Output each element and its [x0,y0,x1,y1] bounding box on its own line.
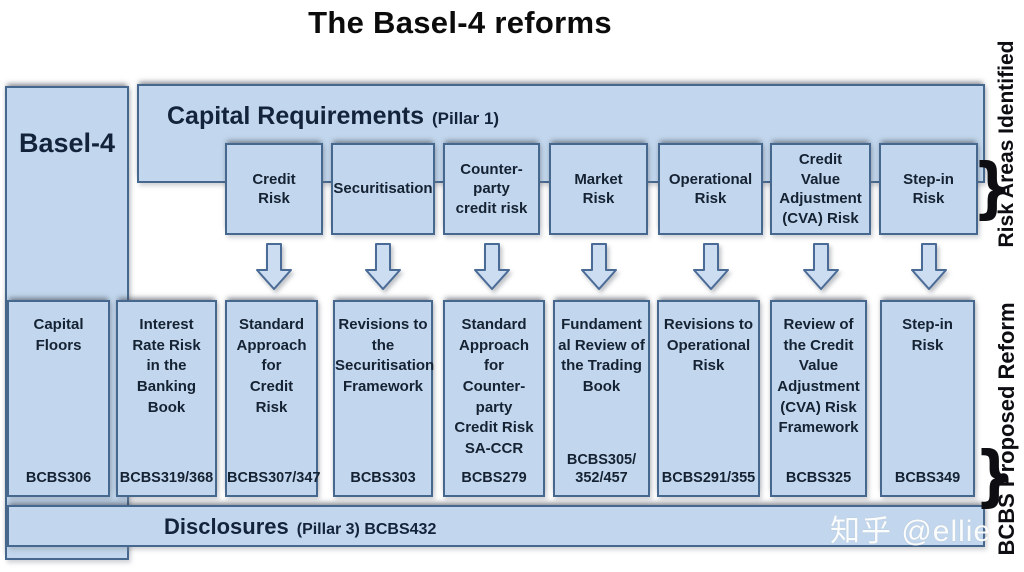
reform-bcbs-code: BCBS303 [350,469,416,486]
risk-area-box: Credit Risk [225,143,323,235]
down-arrow [692,243,730,296]
down-arrow [473,243,511,296]
risk-area-box: Credit Value Adjustment (CVA) Risk [770,143,871,235]
risk-area-label: Securitisation [333,180,433,198]
reform-label: Fundament al Review of the Trading Book [558,316,645,396]
brace-proposed-reform: } [974,437,1015,514]
reform-label: Capital Floors [33,316,84,354]
basel4-label: Basel-4 [18,128,116,158]
risk-area-label: Counter- party credit risk [455,160,528,217]
pillar1-band-label: Capital Requirements (Pillar 1) [167,102,499,131]
reform-label: Revisions to the Securitisation Framewor… [335,316,435,396]
down-arrow-icon [256,243,292,290]
risk-areas-identified-label: Risk Areas Identified [995,40,1018,248]
reform-label: Review of the Credit Value Adjustment (C… [777,316,860,437]
risk-area-box: Counter- party credit risk [443,143,540,235]
reform-label: Standard Approach for Credit Risk [236,316,307,416]
down-arrow-icon [910,243,947,290]
down-arrow [910,243,948,296]
reform-label: Standard Approach for Counter- party Cre… [454,316,534,458]
reform-bcbs-code: BCBS291/355 [661,469,756,486]
reform-bcbs-code: BCBS305/ 352/457 [566,451,637,486]
risk-area-label: Credit Value Adjustment (CVA) Risk [779,151,862,227]
down-arrow-icon [692,243,729,290]
pillar1-subtitle: (Pillar 1) [432,109,500,128]
reform-box: Review of the Credit Value Adjustment (C… [770,300,867,497]
down-arrow [802,243,840,296]
pillar1-title: Capital Requirements [167,102,425,130]
bcbs-proposed-reform-label: BCBS Proposed Reform [994,302,1019,556]
reform-label: Revisions to Operational Risk [663,316,754,375]
risk-area-box: Operational Risk [658,143,763,235]
watermark: 知乎 @ellie [830,515,992,548]
reform-bcbs-code: BCBS306 [25,469,92,486]
brace-risk-areas: } [972,149,1013,226]
down-arrow-icon [473,243,510,290]
down-arrow-icon [365,243,401,290]
down-arrow [580,243,618,296]
down-arrow [255,243,293,296]
risk-area-box: Step-in Risk [879,143,978,235]
risk-area-box: Market Risk [549,143,648,235]
reform-box: Standard Approach for Counter- party Cre… [443,300,545,497]
disclosures-title: Disclosures [164,514,289,539]
reform-bcbs-code: BCBS349 [894,469,961,486]
reform-bcbs-code: BCBS279 [461,469,527,486]
reform-box: Revisions to the Securitisation Framewor… [333,300,435,497]
disclosures-bar: Disclosures (Pillar 3) BCBS432 [7,505,985,547]
reform-label: Step-in Risk [902,316,953,354]
reform-bcbs-code: BCBS319/368 [119,469,214,486]
risk-area-box: Securitisation [331,143,435,235]
risk-area-label: Credit Risk [252,170,296,208]
risk-area-label: Market Risk [574,170,623,208]
down-arrow [364,243,402,296]
reform-bcbs-code: BCBS307/347 [227,469,321,486]
diagram-title: The Basel-4 reforms [308,5,612,40]
risk-area-label: Operational Risk [668,170,753,208]
down-arrow-icon [580,243,617,290]
reform-label: Interest Rate Risk in the Banking Book [132,316,201,416]
down-arrow-icon [802,243,839,290]
disclosures-label: Disclosures (Pillar 3) BCBS432 [164,507,436,549]
risk-area-label: Step-in Risk [903,170,954,208]
reform-bcbs-code: BCBS325 [785,469,852,486]
disclosures-subtitle: (Pillar 3) BCBS432 [296,521,437,538]
